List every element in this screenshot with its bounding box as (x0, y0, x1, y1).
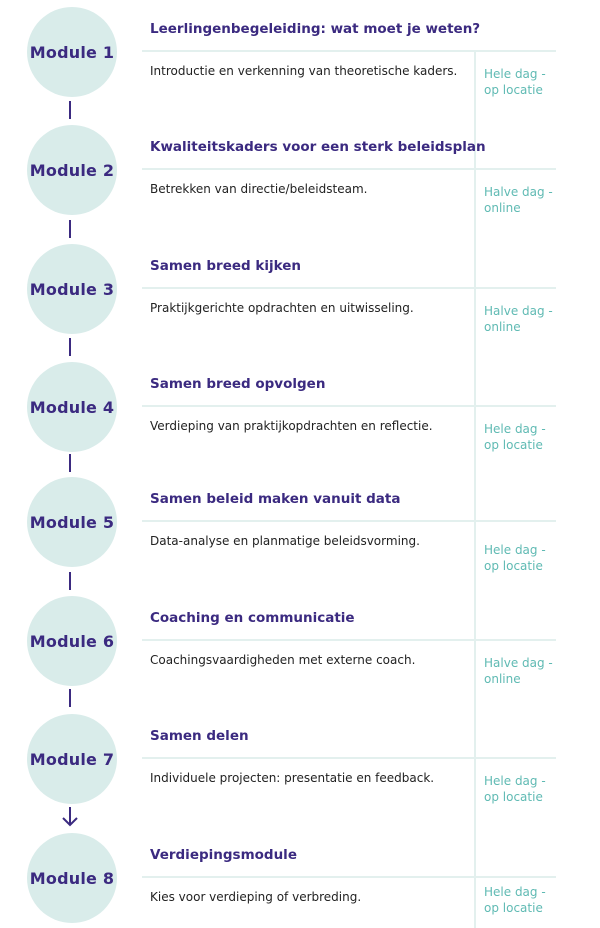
module-badge: Module 6 (27, 596, 117, 686)
divider (474, 288, 476, 408)
module-title: Samen beleid maken vanuit data (150, 491, 401, 507)
module-title: Samen breed opvolgen (150, 376, 326, 392)
module-mode: Halve dag - online (484, 655, 556, 687)
module-row: Module 5 Samen beleid maken vanuit data … (0, 472, 600, 641)
arrow-down-icon (62, 807, 78, 827)
module-row: Module 1 Leerlingenbegeleiding: wat moet… (0, 2, 600, 171)
module-row: Module 2 Kwaliteitskaders voor een sterk… (0, 120, 600, 289)
module-description: Kies voor verdieping of verbreding. (150, 890, 362, 904)
divider (142, 168, 556, 170)
module-row: Module 3 Samen breed kijken Praktijkgeri… (0, 239, 600, 408)
mode-location: online (484, 320, 521, 334)
mode-duration: Halve dag - (484, 185, 553, 199)
timeline-connector (69, 454, 71, 472)
mode-duration: Hele dag - (484, 774, 546, 788)
module-badge: Module 7 (27, 714, 117, 804)
module-badge: Module 2 (27, 125, 117, 215)
module-badge: Module 8 (27, 833, 117, 923)
mode-location: op locatie (484, 790, 543, 804)
timeline-connector (69, 572, 71, 590)
module-mode: Halve dag - online (484, 303, 556, 335)
mode-duration: Hele dag - (484, 67, 546, 81)
divider (142, 876, 556, 878)
module-description: Praktijkgerichte opdrachten en uitwissel… (150, 301, 414, 315)
mode-duration: Halve dag - (484, 656, 553, 670)
divider (474, 521, 476, 641)
divider (142, 50, 556, 52)
module-mode: Hele dag - op locatie (484, 66, 556, 98)
module-title: Samen delen (150, 728, 249, 744)
mode-location: op locatie (484, 901, 543, 915)
mode-duration: Hele dag - (484, 543, 546, 557)
module-mode: Halve dag - online (484, 184, 556, 216)
module-title: Leerlingenbegeleiding: wat moet je weten… (150, 21, 481, 37)
module-badge: Module 5 (27, 477, 117, 567)
module-description: Individuele projecten: presentatie en fe… (150, 771, 435, 785)
module-row: Module 7 Samen delen Individuele project… (0, 709, 600, 878)
mode-location: online (484, 672, 521, 686)
module-description: Data-analyse en planmatige beleidsvormin… (150, 534, 420, 548)
module-row: Module 4 Samen breed opvolgen Verdieping… (0, 357, 600, 526)
module-badge: Module 1 (27, 7, 117, 97)
module-description: Betrekken van directie/beleidsteam. (150, 182, 368, 196)
timeline-connector (69, 101, 71, 119)
timeline-connector (69, 220, 71, 238)
module-description: Introductie en verkenning van theoretisc… (150, 64, 458, 78)
mode-duration: Halve dag - (484, 304, 553, 318)
divider (474, 640, 476, 760)
mode-location: op locatie (484, 83, 543, 97)
module-description: Verdieping van praktijkopdrachten en ref… (150, 419, 433, 433)
divider (474, 169, 476, 289)
divider (474, 51, 476, 171)
module-description: Coachingsvaardigheden met externe coach. (150, 653, 416, 667)
divider (474, 758, 476, 878)
module-mode: Hele dag - op locatie (484, 542, 556, 574)
mode-duration: Hele dag - (484, 422, 546, 436)
module-badge: Module 4 (27, 362, 117, 452)
module-row: Module 8 Verdiepingsmodule Kies voor ver… (0, 828, 600, 928)
module-title: Samen breed kijken (150, 258, 301, 274)
module-title: Kwaliteitskaders voor een sterk beleidsp… (150, 139, 486, 155)
timeline-connector (69, 689, 71, 707)
module-title: Verdiepingsmodule (150, 847, 297, 863)
divider (142, 287, 556, 289)
divider (142, 405, 556, 407)
mode-location: op locatie (484, 559, 543, 573)
module-mode: Hele dag - op locatie (484, 421, 556, 453)
divider (474, 877, 476, 928)
divider (142, 639, 556, 641)
mode-duration: Hele dag - (484, 885, 546, 899)
divider (474, 406, 476, 526)
timeline-connector (69, 338, 71, 356)
module-mode: Hele dag - op locatie (484, 773, 556, 805)
module-badge: Module 3 (27, 244, 117, 334)
module-mode: Hele dag - op locatie (484, 884, 556, 916)
divider (142, 757, 556, 759)
mode-location: op locatie (484, 438, 543, 452)
module-row: Module 6 Coaching en communicatie Coachi… (0, 591, 600, 760)
divider (142, 520, 556, 522)
module-title: Coaching en communicatie (150, 610, 355, 626)
mode-location: online (484, 201, 521, 215)
